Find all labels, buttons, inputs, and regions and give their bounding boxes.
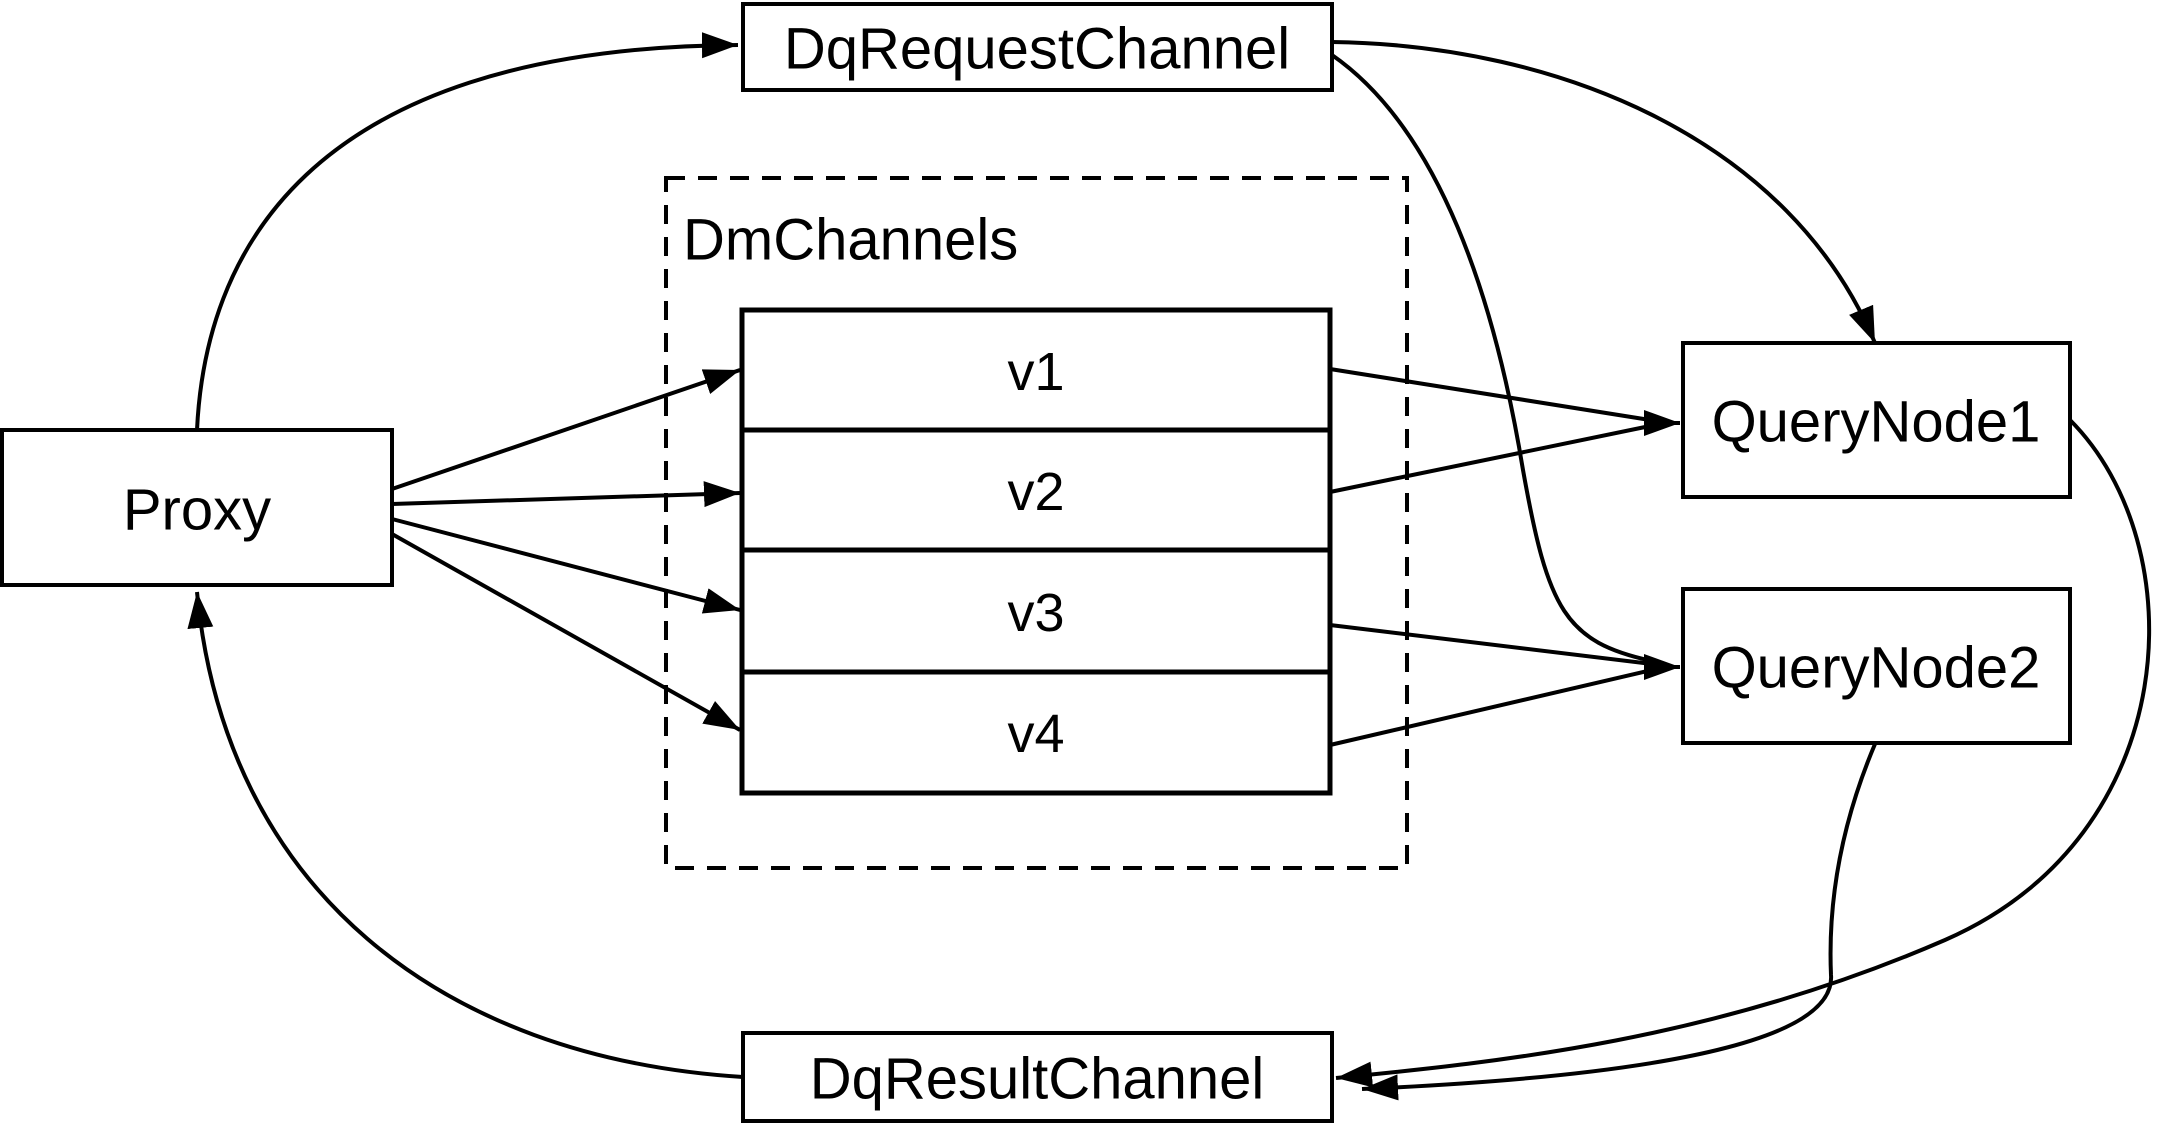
edge-dq-request-channel-to-query-node-2 [1330,53,1653,663]
query-node-2-node-box [1681,587,2072,745]
edge-dq-request-channel-to-query-node-1 [1331,40,1877,344]
edge-proxy-to-v2 [391,481,741,508]
dq-request-channel-node: DqRequestChannel [741,2,1334,92]
channel-stack: v1 v2 v3 v4 [739,307,1333,796]
query-node-1-node-label: QueryNode1 [1712,390,2041,455]
channel-row-label-v3: v3 [1007,583,1064,643]
dq-result-channel-node-label: DqResultChannel [810,1047,1265,1112]
edge-query-node-1-to-dq-result-channel [1335,418,2152,1088]
query-node-2-node: QueryNode2 [1681,587,2072,745]
channel-row-label-v2: v2 [1007,462,1064,522]
proxy-node-label: Proxy [123,478,271,543]
query-node-2-node-label: QueryNode2 [1712,636,2041,701]
edge-proxy-to-dq-request-channel [195,32,739,431]
dm-channels-group-label: DmChannels [683,208,1018,273]
dq-result-channel-node: DqResultChannel [741,1031,1334,1123]
edge-v3-to-query-node-2 [1329,623,1653,666]
query-node-1-node: QueryNode1 [1681,341,2072,499]
channel-row-label-v1: v1 [1007,342,1064,402]
query-node-1-node-box [1681,341,2072,499]
edge-dq-result-channel-to-proxy [187,591,744,1079]
edge-v2-to-query-node-1 [1329,424,1651,494]
channel-row-label-v4: v4 [1007,704,1064,764]
dq-request-channel-node-box [741,2,1334,92]
edge-proxy-to-v4 [391,532,741,732]
proxy-node: Proxy [0,428,394,587]
edge-v1-to-query-node-1 [1329,367,1651,422]
edge-v4-to-query-node-2 [1329,668,1653,747]
dq-result-channel-node-box [741,1031,1334,1123]
edges-layer [187,32,2152,1101]
proxy-node-box [0,428,394,587]
dq-request-channel-node-label: DqRequestChannel [784,17,1290,82]
dm-channels-group: DmChannels [664,176,1409,870]
dm-channels-group-border [664,176,1409,870]
edge-proxy-to-v1 [391,368,741,491]
edge-query-node-2-to-dq-result-channel [1361,743,1877,1101]
edge-proxy-to-v3 [391,517,741,614]
